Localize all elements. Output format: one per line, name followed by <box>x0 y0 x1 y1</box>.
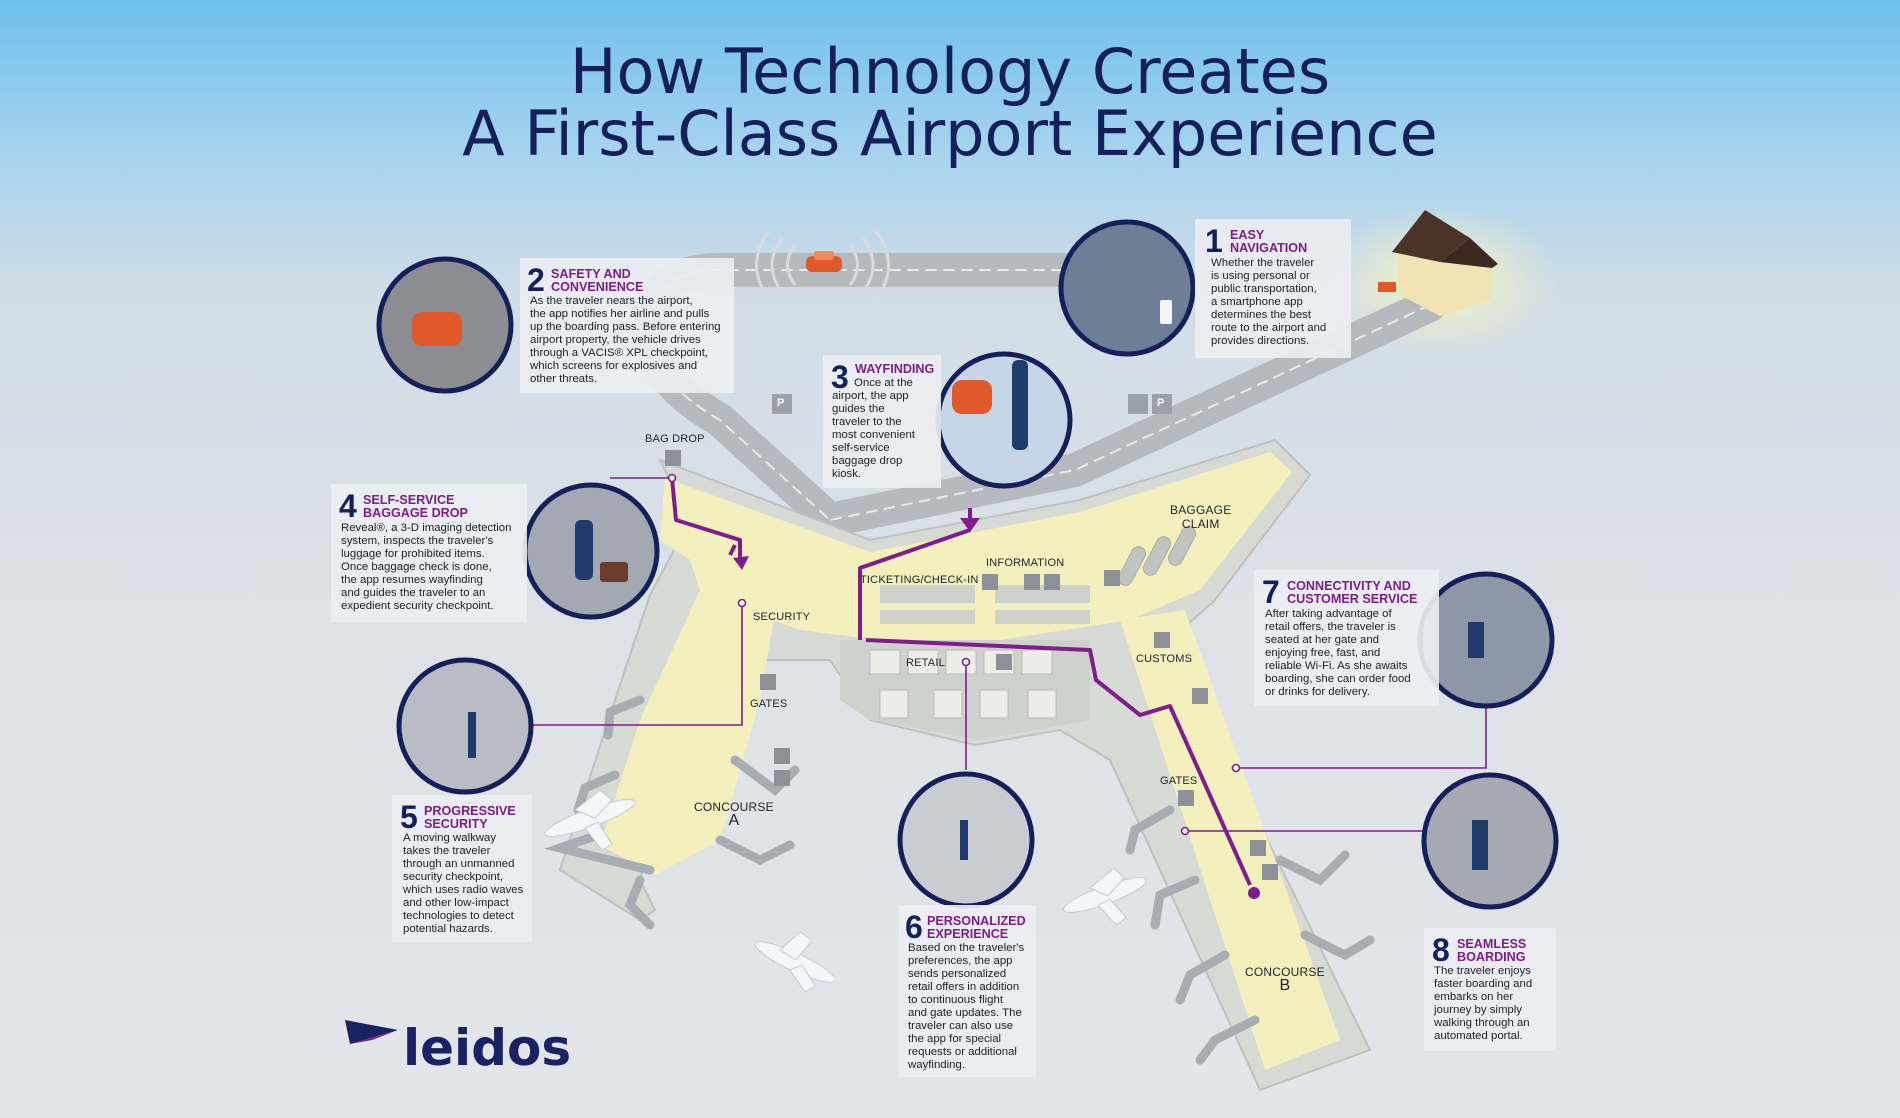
phone-a-icon <box>774 770 790 786</box>
page-title-line-1: How Technology Creates <box>569 35 1331 108</box>
car-icon <box>806 251 842 272</box>
photo-circle-8 <box>1421 772 1559 910</box>
label-security: SECURITY <box>753 611 811 623</box>
leidos-logo-text: leidos <box>403 1019 572 1077</box>
photo-circle-7 <box>1417 571 1555 709</box>
step-number: 4 <box>339 488 357 524</box>
phone-b-icon <box>1262 864 1278 880</box>
label-customs: CUSTOMS <box>1136 653 1193 665</box>
photo-circle-5 <box>396 657 534 795</box>
label-concourse-b-1: CONCOURSE <box>1245 965 1325 979</box>
label-gates-a: GATES <box>750 698 788 710</box>
photo-circle-3 <box>935 351 1073 489</box>
house-icon <box>1378 210 1498 316</box>
airplane-icon-2 <box>1063 867 1147 926</box>
step-number: 3 <box>831 359 849 395</box>
label-retail: RETAIL <box>906 657 945 669</box>
label-concourse-a-2: A <box>728 812 740 829</box>
step-number: 8 <box>1432 932 1450 968</box>
traveler-path <box>670 477 1252 886</box>
label-concourse-b-2: B <box>1279 977 1291 994</box>
parking-label-left: P <box>777 397 785 409</box>
retail-dollar-icon <box>996 654 1012 670</box>
jet-bridges <box>543 695 1375 1065</box>
photo-details <box>412 300 1488 870</box>
baggage-carousels <box>1117 526 1197 586</box>
parking-sign-right <box>1128 394 1172 414</box>
baggage-icon <box>1104 570 1120 586</box>
label-concourse-a: CONCOURSE A <box>694 800 774 829</box>
page-title-line-2: A First-Class Airport Experience <box>462 97 1438 170</box>
label-baggage-claim-1: BAGGAGE <box>1170 503 1232 517</box>
step-description: As the traveler nears the airport,the ap… <box>530 295 721 385</box>
map-icons <box>665 450 1278 880</box>
label-information: INFORMATION <box>986 557 1065 569</box>
leidos-logo-icon <box>345 1020 398 1044</box>
ticketing-icon <box>982 574 998 590</box>
customs-icon <box>1154 632 1170 648</box>
parking-label-right: P <box>1157 397 1165 409</box>
label-baggage-claim-2: CLAIM <box>1181 517 1220 531</box>
step-number: 7 <box>1262 574 1280 610</box>
step-number: 6 <box>905 909 923 945</box>
step-title: WAYFINDING <box>855 362 935 376</box>
bag-drop-icon <box>665 450 681 466</box>
airplane-icon-3 <box>754 931 836 993</box>
airplane-icon-1 <box>544 789 636 851</box>
phone-icon <box>1044 574 1060 590</box>
gates-a-icon <box>760 674 776 690</box>
label-gates-b: GATES <box>1160 775 1198 787</box>
label-concourse-a-1: CONCOURSE <box>694 800 774 814</box>
photo-circle-1 <box>1058 219 1196 357</box>
label-bag-drop: BAG DROP <box>645 433 705 445</box>
car-signal-icon <box>755 230 890 300</box>
destination-dot <box>1248 887 1260 899</box>
step-number: 1 <box>1205 223 1223 259</box>
callout-lines <box>530 477 1487 832</box>
path-arrow-icon <box>733 556 749 570</box>
information-icon <box>1024 574 1040 590</box>
parking-sign-left <box>772 394 792 414</box>
step-number: 2 <box>527 262 545 298</box>
restroom-customs-icon <box>1192 688 1208 704</box>
label-concourse-b: CONCOURSE B <box>1245 965 1325 994</box>
restroom-b-icon <box>1250 840 1266 856</box>
restroom-a-icon <box>774 748 790 764</box>
entry-arrow-icon <box>960 518 980 532</box>
label-baggage-claim: BAGGAGE CLAIM <box>1170 503 1231 531</box>
step-number: 5 <box>400 799 418 835</box>
label-ticketing: TICKETING/CHECK-IN <box>860 574 979 586</box>
gates-b-icon <box>1178 790 1194 806</box>
